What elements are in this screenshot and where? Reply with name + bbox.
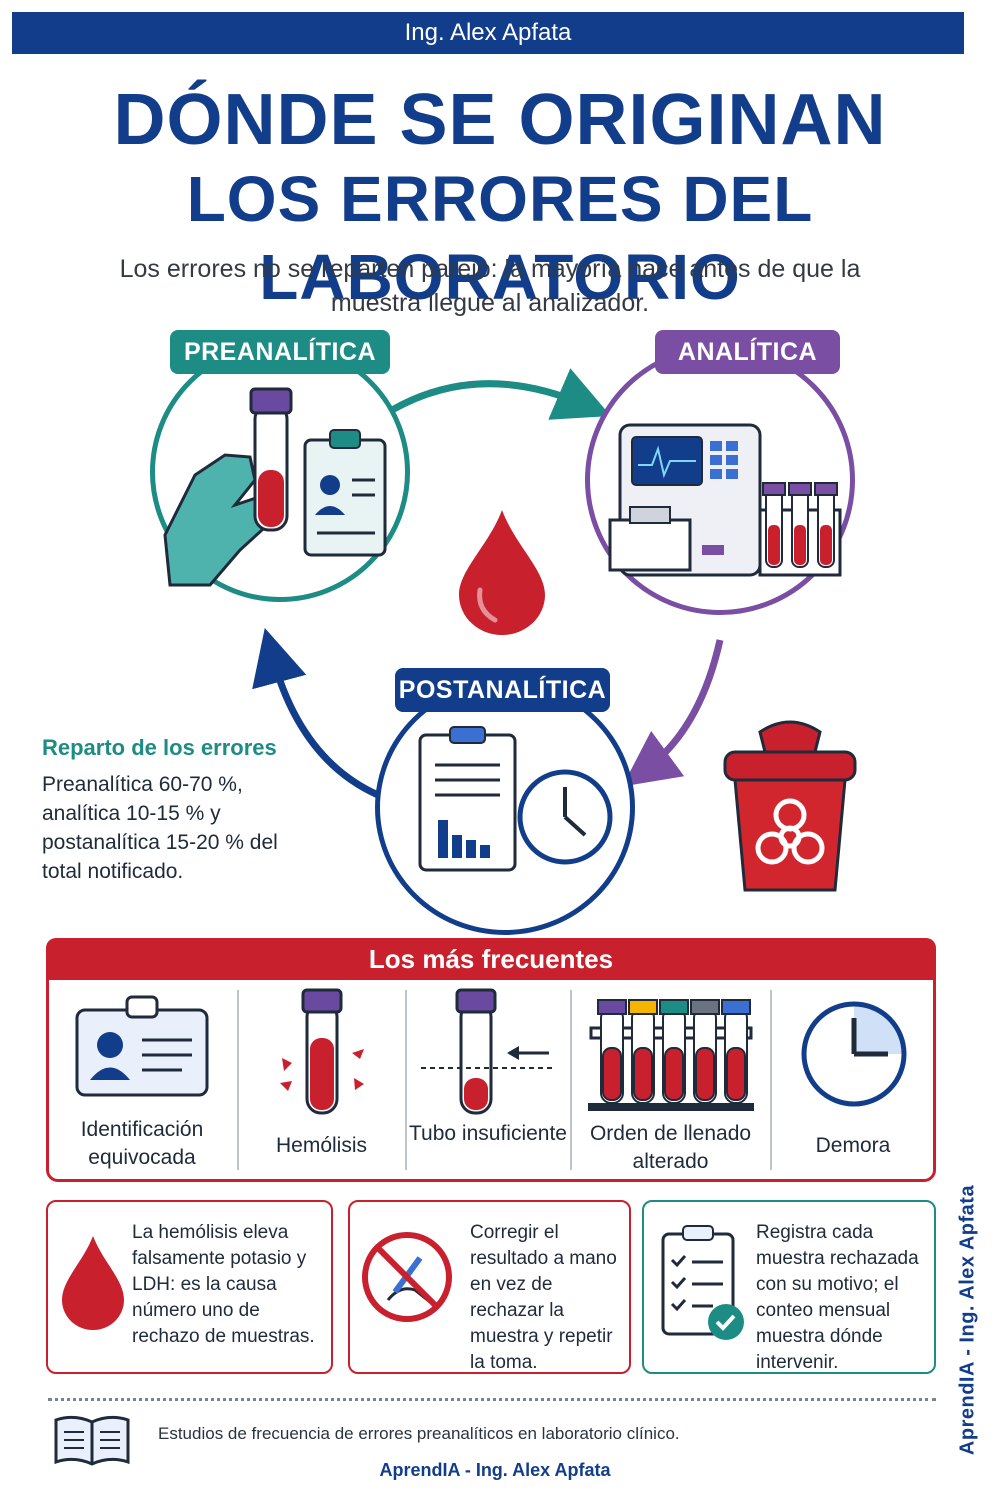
clock-icon [801, 1001, 907, 1107]
arrow-pre-to-ana [390, 368, 611, 420]
tube-rack-icon [588, 999, 754, 1111]
frecuente-label: Tubo insuficiente [409, 1122, 567, 1145]
author-name: Ing. Alex Apfata [404, 19, 572, 46]
gloved-hand-tube-icon [163, 387, 387, 587]
tip-text: La hemólisis eleva falsamente potasio y … [132, 1222, 315, 1347]
reparto-heading: Reparto de los errores [42, 735, 277, 760]
label-preanalitica: PREANALÍTICA [170, 330, 390, 374]
vertical-watermark-text: AprendIA - Ing. Alex Apfata [956, 1184, 979, 1456]
report-and-clock-icon [418, 726, 613, 872]
vertical-watermark: AprendIA - Ing. Alex Apfata [948, 1180, 988, 1460]
footer-source: Estudios de frecuencia de errores preana… [158, 1424, 680, 1443]
checklist-icon [661, 1225, 744, 1340]
title-line-1: DÓNDE SE ORIGINAN [113, 80, 887, 160]
biohazard-bin-icon [723, 720, 857, 892]
blood-drop-icon [459, 510, 545, 635]
footer-brand: AprendIA - Ing. Alex Apfata [379, 1460, 611, 1480]
frecuente-label: Identificación equivocada [80, 1118, 204, 1169]
reparto-text: Preanalítica 60-70 %, analítica 10-15 % … [42, 773, 278, 883]
frecuente-item: Hemólisis [239, 980, 404, 1180]
arrow-ana-to-post [622, 639, 724, 787]
divider [405, 990, 407, 1170]
frecuente-label: Hemólisis [275, 1134, 367, 1157]
tip-text: Corregir el resultado a mano en vez de r… [470, 1222, 617, 1373]
analyzer-machine-icon [608, 423, 842, 577]
arrow-post-to-pre [252, 627, 380, 799]
frecuente-label: Orden de llenado alterado [589, 1122, 752, 1173]
divider [237, 990, 239, 1170]
blood-drop-icon [62, 1236, 124, 1330]
frecuente-item: Tubo insuficiente [407, 980, 569, 1180]
title-line-2: LOS ERRORES DEL LABORATORIO [186, 163, 814, 313]
frecuentes-heading: Los más frecuentes [46, 938, 936, 980]
frecuente-label: Demora [815, 1134, 891, 1157]
tip-registra: Registra cada muestra rechazada con su m… [642, 1200, 936, 1374]
tip-text: Registra cada muestra rechazada con su m… [756, 1222, 919, 1373]
label-postanalitica: POSTANALÍTICA [395, 668, 610, 712]
hemolyzed-tube-icon [280, 988, 364, 1115]
cycle-arrows [252, 368, 724, 799]
divider [770, 990, 772, 1170]
frecuente-item: Identificación equivocada [48, 980, 236, 1180]
tip-no-corregir: Corregir el resultado a mano en vez de r… [348, 1200, 631, 1374]
divider [570, 990, 572, 1170]
subtitle: Los errores no se reparten parejo: la ma… [119, 255, 861, 317]
frecuente-item: Demora [772, 980, 934, 1180]
frecuente-item: Orden de llenado alterado [572, 980, 769, 1180]
low-volume-tube-icon [421, 988, 554, 1115]
label-analitica: ANALÍTICA [655, 330, 840, 374]
no-handwriting-icon [362, 1232, 452, 1322]
open-book-icon [54, 1415, 130, 1466]
tip-hemolisis: La hemólisis eleva falsamente potasio y … [46, 1200, 333, 1374]
id-card-icon [75, 995, 209, 1097]
author-banner: Ing. Alex Apfata [12, 12, 964, 54]
footer-divider [48, 1398, 936, 1401]
